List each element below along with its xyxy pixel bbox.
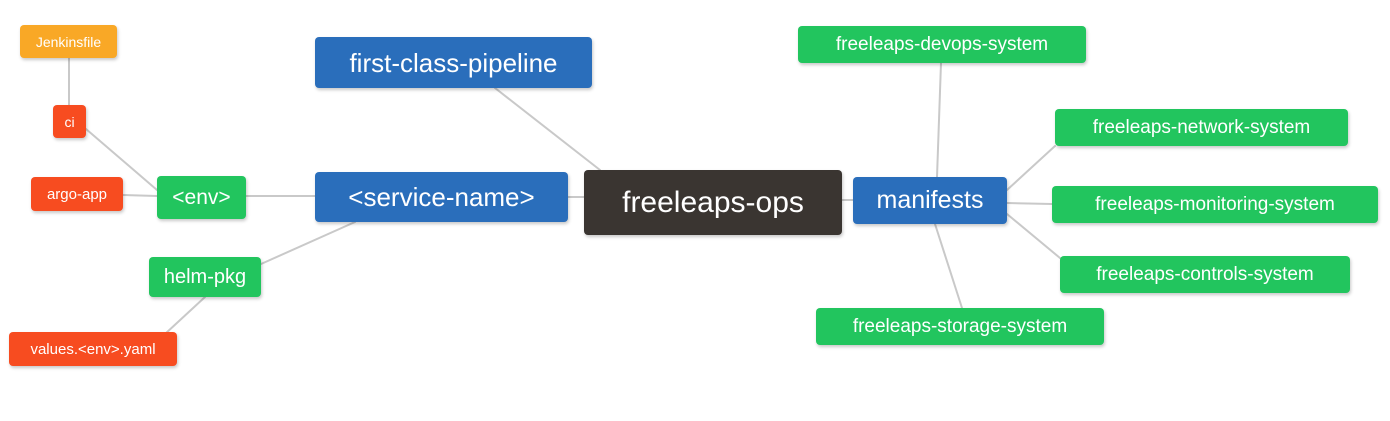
edge-manifests-to-network <box>1006 145 1056 191</box>
node-helm-pkg[interactable]: helm-pkg <box>149 257 261 297</box>
node-label-values-yaml: values.<env>.yaml <box>30 340 156 358</box>
node-storage[interactable]: freeleaps-storage-system <box>816 308 1104 345</box>
node-label-storage: freeleaps-storage-system <box>852 316 1068 337</box>
node-label-service-name: <service-name> <box>348 182 535 212</box>
node-network[interactable]: freeleaps-network-system <box>1055 109 1348 146</box>
node-label-controls: freeleaps-controls-system <box>1096 264 1314 285</box>
node-label-network: freeleaps-network-system <box>1092 117 1311 138</box>
node-devops[interactable]: freeleaps-devops-system <box>798 26 1086 63</box>
node-label-manifests: manifests <box>876 186 984 214</box>
edge-values-yaml-to-helm-pkg <box>164 296 206 335</box>
node-label-first-class: first-class-pipeline <box>349 47 558 78</box>
node-label-helm-pkg: helm-pkg <box>163 266 247 288</box>
node-ci[interactable]: ci <box>53 105 86 138</box>
node-freeleaps-ops[interactable]: freeleaps-ops <box>584 170 842 235</box>
node-values-yaml[interactable]: values.<env>.yaml <box>9 332 177 366</box>
node-manifests[interactable]: manifests <box>853 177 1007 224</box>
edge-helm-pkg-to-service-name <box>260 221 356 265</box>
node-label-jenkinsfile: Jenkinsfile <box>35 33 102 50</box>
node-label-freeleaps-ops: freeleaps-ops <box>622 185 804 219</box>
node-controls[interactable]: freeleaps-controls-system <box>1060 256 1350 293</box>
edge-argo-app-to-env <box>122 194 158 197</box>
edge-manifests-to-monitoring <box>1006 202 1053 205</box>
node-label-argo-app: argo-app <box>46 185 108 203</box>
node-first-class[interactable]: first-class-pipeline <box>315 37 592 88</box>
node-label-ci: ci <box>64 113 75 130</box>
edge-first-class-to-freeleaps-ops <box>494 87 601 171</box>
node-service-name[interactable]: <service-name> <box>315 172 568 222</box>
edge-manifests-to-devops <box>936 62 942 178</box>
node-label-devops: freeleaps-devops-system <box>835 34 1049 55</box>
node-label-env: <env> <box>172 186 231 209</box>
node-monitoring[interactable]: freeleaps-monitoring-system <box>1052 186 1378 223</box>
node-env[interactable]: <env> <box>157 176 246 219</box>
node-jenkinsfile[interactable]: Jenkinsfile <box>20 25 117 58</box>
edge-manifests-to-storage <box>934 223 963 309</box>
node-argo-app[interactable]: argo-app <box>31 177 123 211</box>
node-label-monitoring: freeleaps-monitoring-system <box>1095 194 1335 215</box>
